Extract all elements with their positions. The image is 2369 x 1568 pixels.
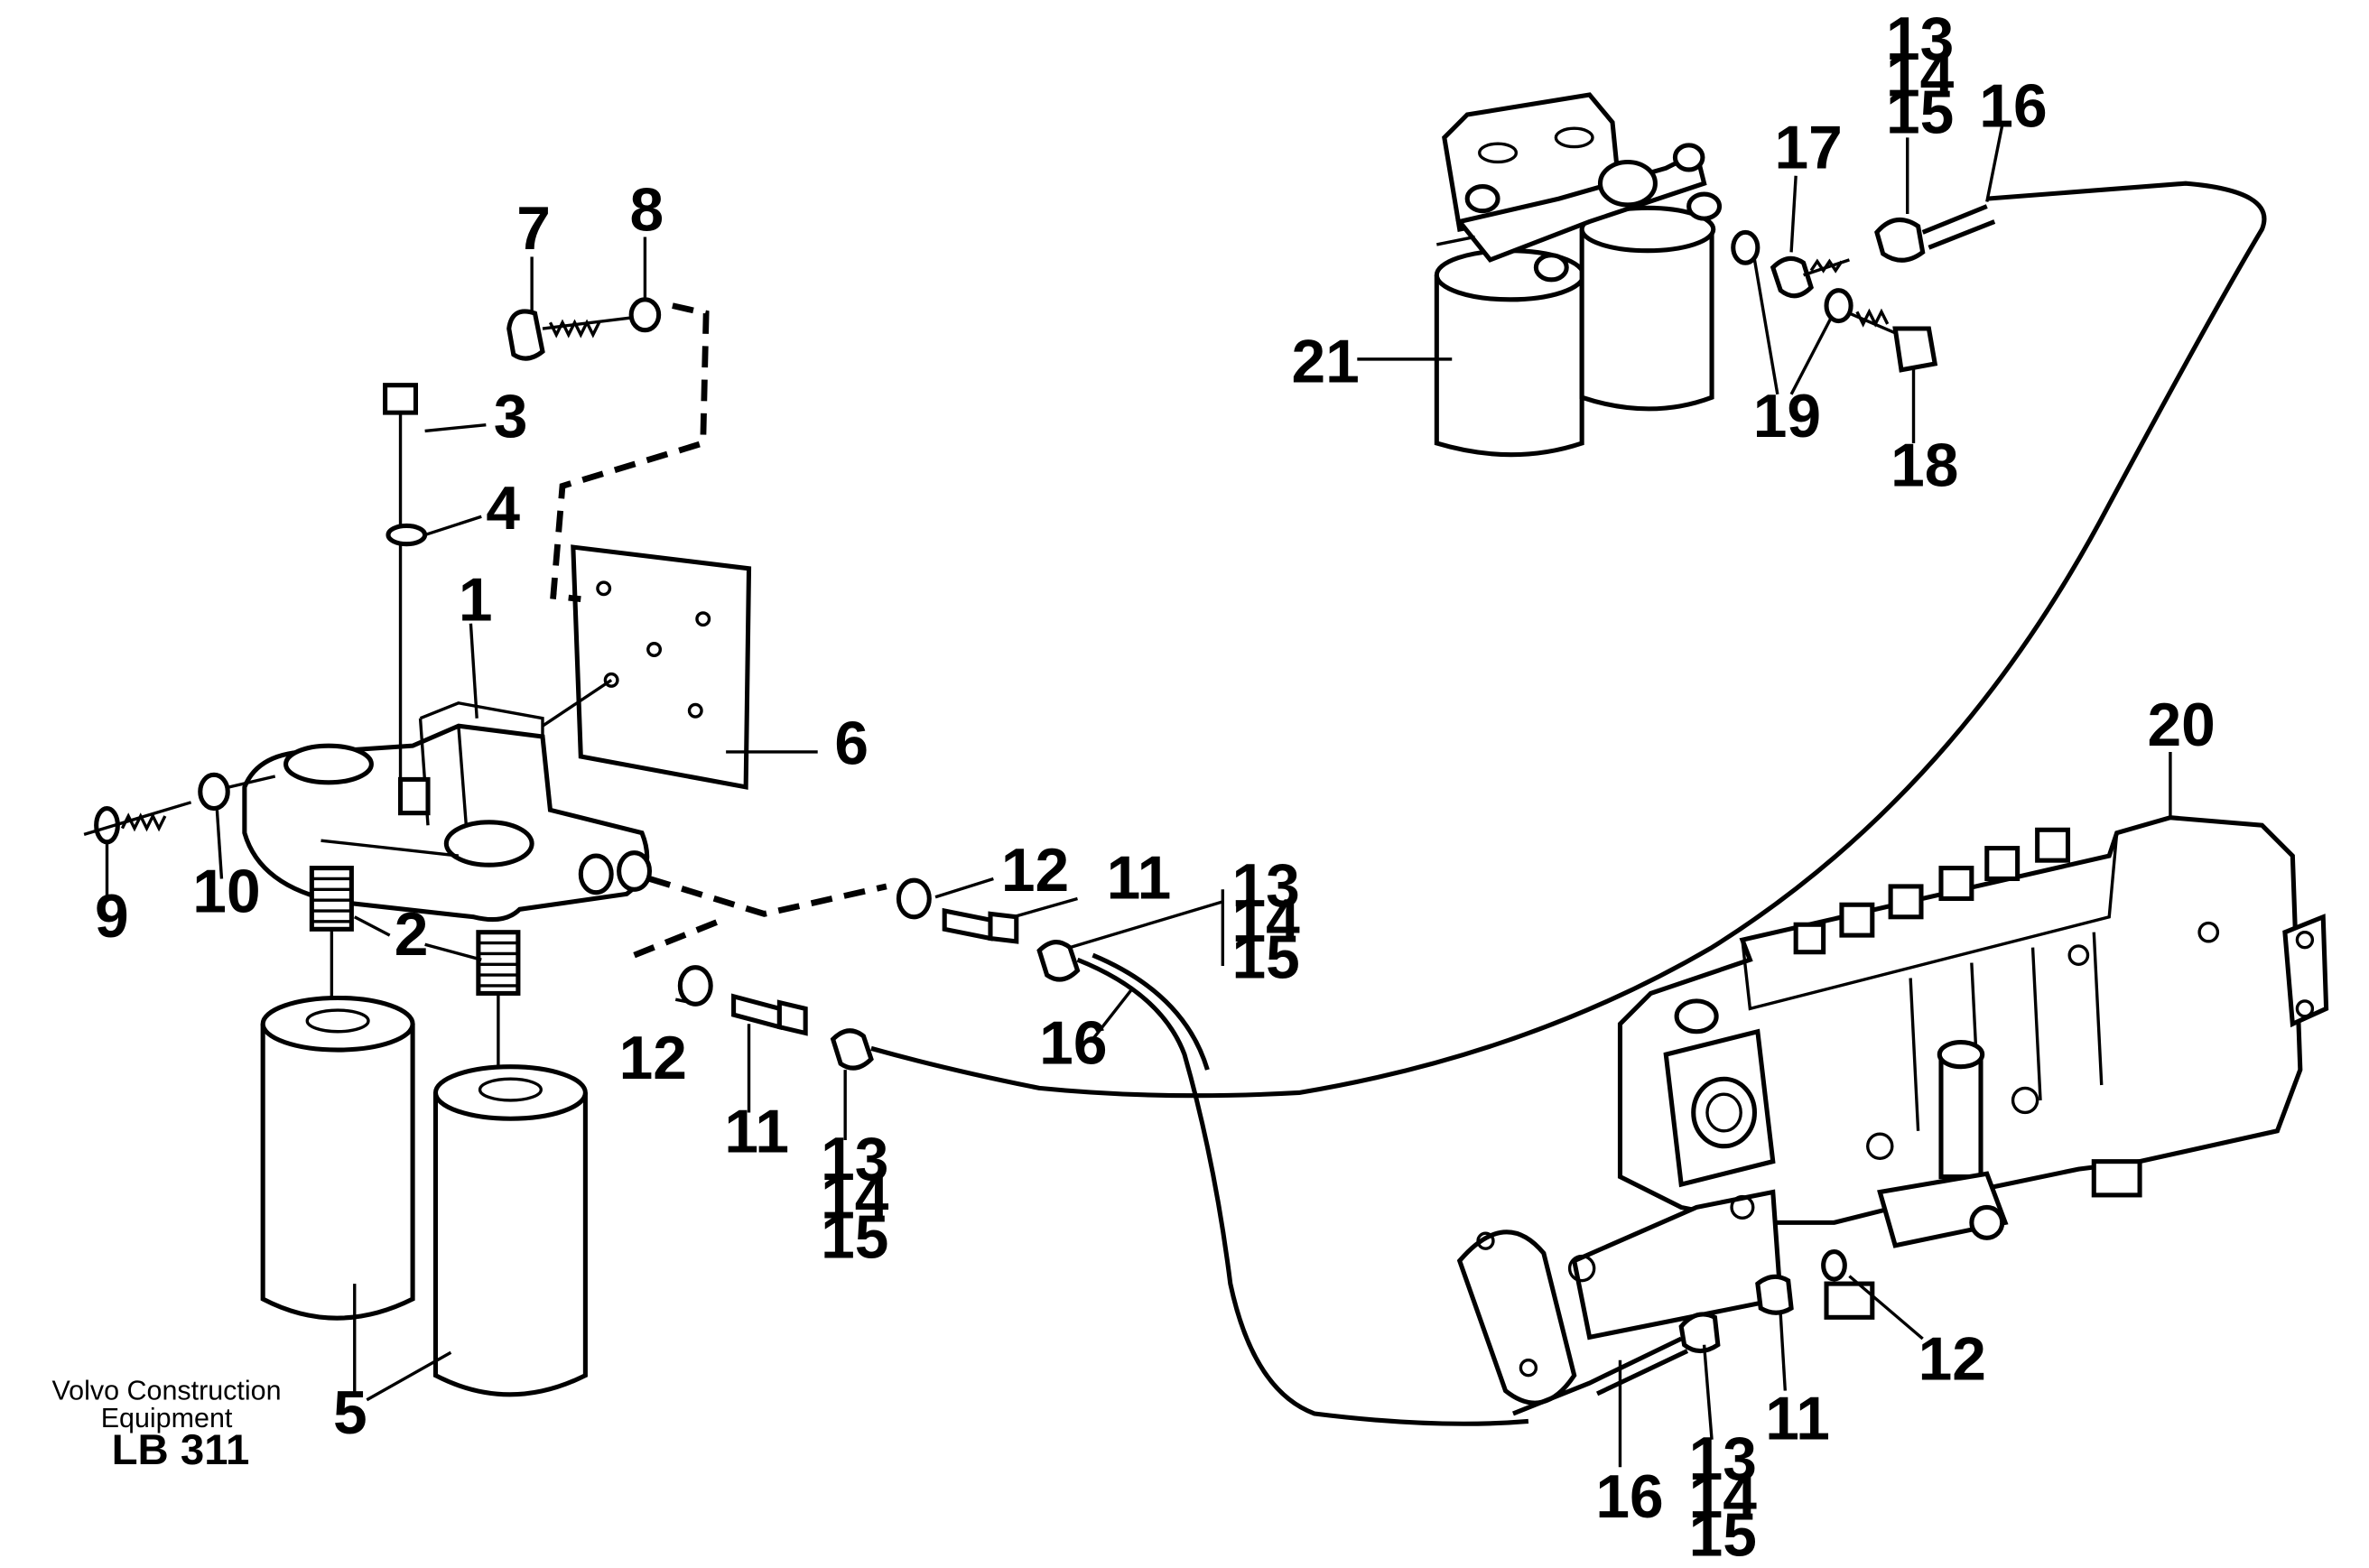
label-9: 9	[95, 883, 129, 951]
screw-and-washer-vertical	[383, 383, 428, 795]
label-17: 17	[1774, 114, 1842, 181]
banjo-fittings	[1731, 204, 1996, 373]
label-16-middle: 16	[1039, 1009, 1107, 1077]
label-11-lower: 11	[724, 1098, 789, 1165]
delivery-valves	[1793, 827, 2071, 955]
label-5: 5	[333, 1379, 367, 1447]
leader-lines	[105, 125, 2172, 1468]
label-3: 3	[494, 383, 528, 450]
twin-filter-assembly	[1434, 92, 1723, 458]
nipples	[309, 866, 521, 1078]
label-14-pump: 14	[1689, 1463, 1758, 1531]
label-11-pump: 11	[1765, 1386, 1830, 1453]
label-13-pump: 13	[1689, 1425, 1757, 1493]
label-10: 10	[192, 858, 260, 926]
screw-and-washer-left	[83, 772, 276, 845]
label-1: 1	[459, 566, 493, 634]
label-4: 4	[486, 475, 520, 543]
label-15-upper: 15	[1231, 923, 1299, 991]
credit-block: Volvo Construction Equipment LB 311	[52, 1376, 282, 1474]
label-8: 8	[629, 177, 664, 245]
label-7: 7	[516, 195, 551, 263]
label-12-upper: 12	[1001, 837, 1069, 905]
label-16-top: 16	[1979, 73, 2047, 141]
drawing-code: LB 311	[112, 1426, 250, 1474]
label-13-upper: 13	[1231, 852, 1299, 920]
label-18: 18	[1891, 431, 1958, 499]
label-15-top: 15	[1886, 79, 1954, 146]
label-14-upper: 14	[1231, 887, 1300, 955]
fittings-upper	[896, 877, 1529, 1426]
label-6: 6	[834, 710, 869, 777]
callout-labels: 1 2 3 4 5 6 7 8 9 10 12 11 13 14 15 12 1…	[95, 5, 2216, 1568]
injection-pump	[1456, 815, 2329, 1416]
label-15-pump: 15	[1689, 1501, 1757, 1568]
label-13-top: 13	[1886, 5, 1954, 73]
credit-line-2: Equipment	[101, 1403, 233, 1433]
screw-and-washer-top	[506, 297, 710, 603]
label-14-lower: 14	[821, 1164, 889, 1231]
label-14-top: 14	[1886, 42, 1955, 110]
fittings-lower	[677, 181, 2267, 1099]
label-12-lower: 12	[619, 1025, 687, 1092]
mounting-plate	[542, 544, 752, 790]
label-21: 21	[1292, 328, 1360, 395]
filter-cartridges	[260, 995, 588, 1397]
label-20: 20	[2148, 691, 2216, 759]
credit-line-1: Volvo Construction	[52, 1376, 282, 1406]
label-15-lower: 15	[821, 1203, 888, 1271]
label-16-pump: 16	[1595, 1463, 1663, 1531]
label-13-lower: 13	[821, 1126, 888, 1193]
label-2: 2	[395, 901, 429, 969]
label-11-upper: 11	[1107, 844, 1172, 912]
label-19: 19	[1753, 383, 1821, 450]
label-12-pump: 12	[1918, 1326, 1986, 1394]
